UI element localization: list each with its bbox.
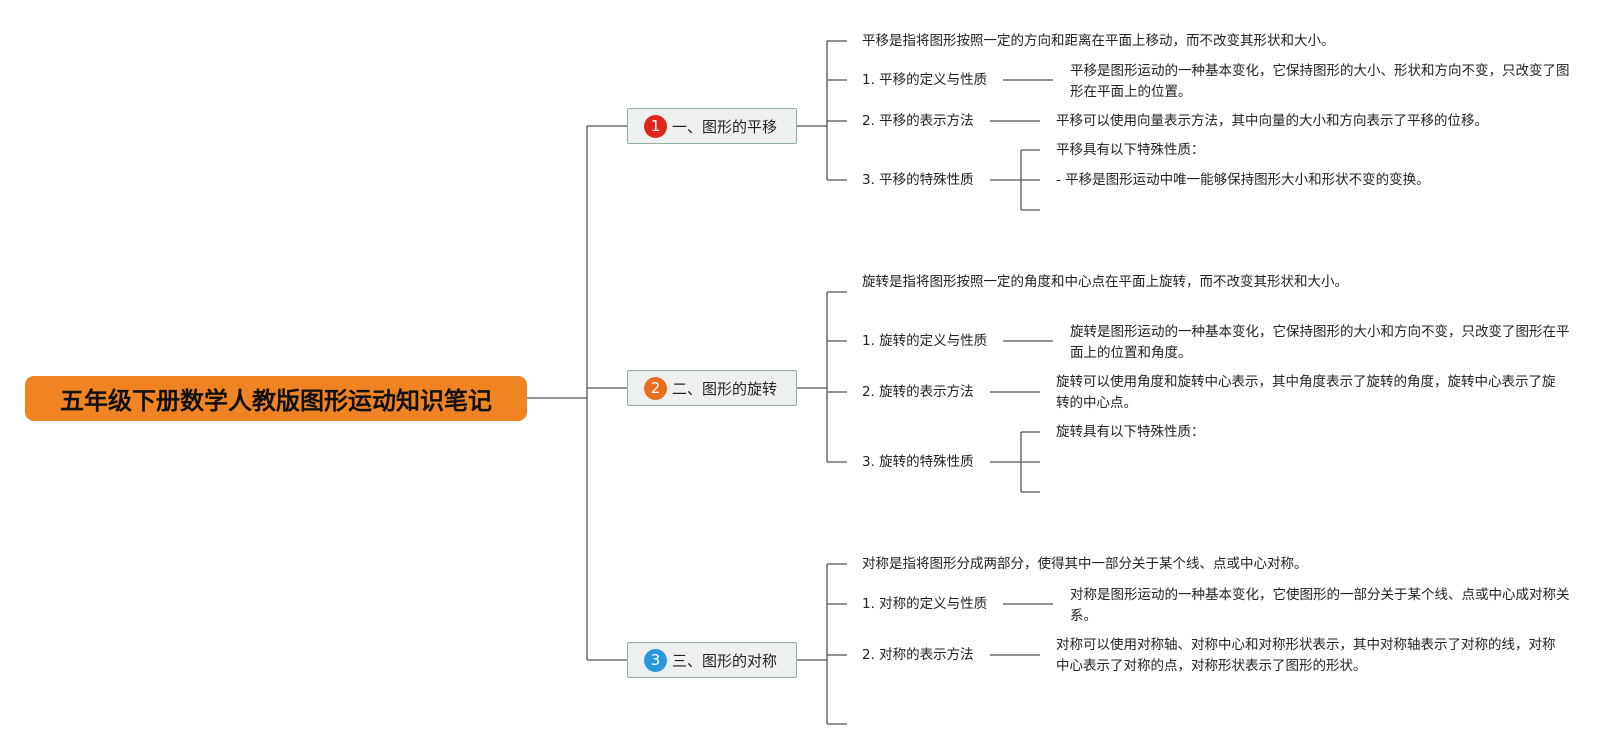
- item-label[interactable]: 3. 平移的特殊性质: [862, 172, 974, 188]
- item-label[interactable]: 2. 对称的表示方法: [862, 647, 974, 663]
- branch-intro[interactable]: 对称是指将图形分成两部分，使得其中一部分关于某个线、点或中心对称。: [862, 556, 1308, 572]
- item-label[interactable]: 3. 旋转的特殊性质: [862, 454, 974, 470]
- branch-intro[interactable]: 平移是指将图形按照一定的方向和距离在平面上移动，而不改变其形状和大小。: [862, 33, 1335, 49]
- item-detail[interactable]: 旋转可以使用角度和旋转中心表示，其中角度表示了旋转的角度，旋转中心表示了旋转的中…: [1056, 374, 1556, 411]
- branch-intro[interactable]: 旋转是指将图形按照一定的角度和中心点在平面上旋转，而不改变其形状和大小。: [862, 274, 1348, 290]
- item-detail[interactable]: 对称是图形运动的一种基本变化，它使图形的一部分关于某个线、点或中心成对称关系。: [1070, 587, 1570, 624]
- item-label[interactable]: 1. 旋转的定义与性质: [862, 333, 988, 349]
- branch-translation[interactable]: 1 一、图形的平移: [627, 108, 797, 144]
- item-detail[interactable]: 对称可以使用对称轴、对称中心和对称形状表示，其中对称轴表示了对称的线，对称中心表…: [1056, 637, 1556, 674]
- number-badge-icon: 1: [644, 114, 667, 138]
- number-badge-icon: 2: [644, 376, 667, 400]
- sub-item[interactable]: - 平移是图形运动中唯一能够保持图形大小和形状不变的变换。: [1056, 172, 1430, 188]
- branch-rotation[interactable]: 2 二、图形的旋转: [627, 370, 797, 406]
- root-title: 五年级下册数学人教版图形运动知识笔记: [60, 387, 492, 415]
- branch-title: 三、图形的对称: [672, 651, 778, 670]
- item-label[interactable]: 2. 平移的表示方法: [862, 113, 974, 129]
- branch-title: 二、图形的旋转: [672, 379, 778, 398]
- branch-symmetry[interactable]: 3 三、图形的对称: [627, 642, 797, 678]
- item-label[interactable]: 1. 平移的定义与性质: [862, 72, 988, 88]
- root-topic[interactable]: 五年级下册数学人教版图形运动知识笔记: [25, 376, 527, 421]
- item-label[interactable]: 2. 旋转的表示方法: [862, 384, 974, 400]
- item-label[interactable]: 1. 对称的定义与性质: [862, 596, 988, 612]
- item-detail[interactable]: 旋转是图形运动的一种基本变化，它保持图形的大小和方向不变，只改变了图形在平面上的…: [1070, 324, 1570, 361]
- number-badge-icon: 3: [644, 648, 667, 672]
- sub-item[interactable]: 旋转具有以下特殊性质：: [1056, 424, 1205, 440]
- item-detail[interactable]: 平移可以使用向量表示方法，其中向量的大小和方向表示了平移的位移。: [1056, 113, 1488, 129]
- branch-title: 一、图形的平移: [672, 117, 778, 136]
- item-detail[interactable]: 平移是图形运动的一种基本变化，它保持图形的大小、形状和方向不变，只改变了图形在平…: [1070, 63, 1570, 100]
- sub-item[interactable]: 平移具有以下特殊性质：: [1056, 142, 1205, 158]
